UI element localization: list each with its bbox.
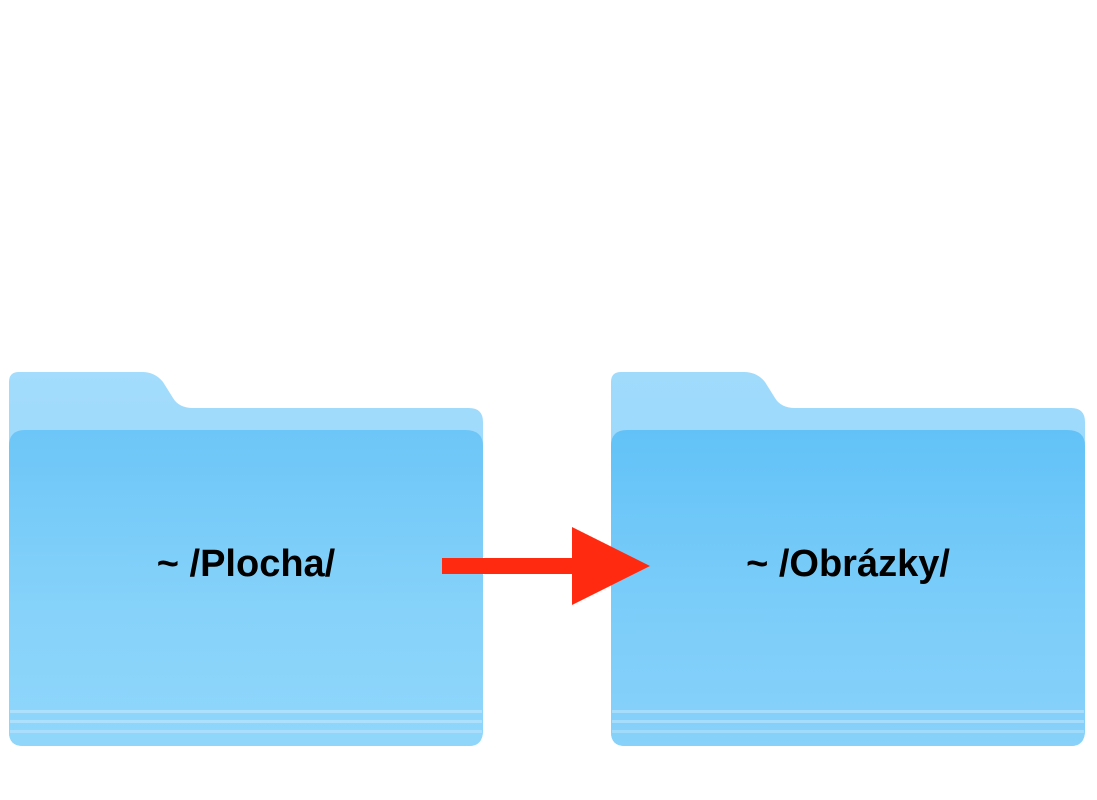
arrow-head xyxy=(572,527,650,605)
target-folder-label: ~ /Obrázky/ xyxy=(746,543,950,585)
folder-icon xyxy=(9,372,483,746)
source-folder-label: ~ /Plocha/ xyxy=(156,543,336,585)
folder-front-panel xyxy=(9,430,483,746)
arrow-right-icon xyxy=(442,527,650,605)
folder-edge xyxy=(10,730,482,733)
folder-edge xyxy=(612,730,1084,733)
folder-edge xyxy=(612,720,1084,723)
arrow-shaft xyxy=(442,558,578,574)
source-folder: ~ /Plocha/ xyxy=(7,370,485,748)
folder-edge xyxy=(10,720,482,723)
folder-front-panel xyxy=(611,430,1085,746)
folder-edge xyxy=(10,710,482,713)
folder-icon xyxy=(611,372,1085,746)
folder-edge xyxy=(612,710,1084,713)
target-folder: ~ /Obrázky/ xyxy=(609,370,1087,748)
